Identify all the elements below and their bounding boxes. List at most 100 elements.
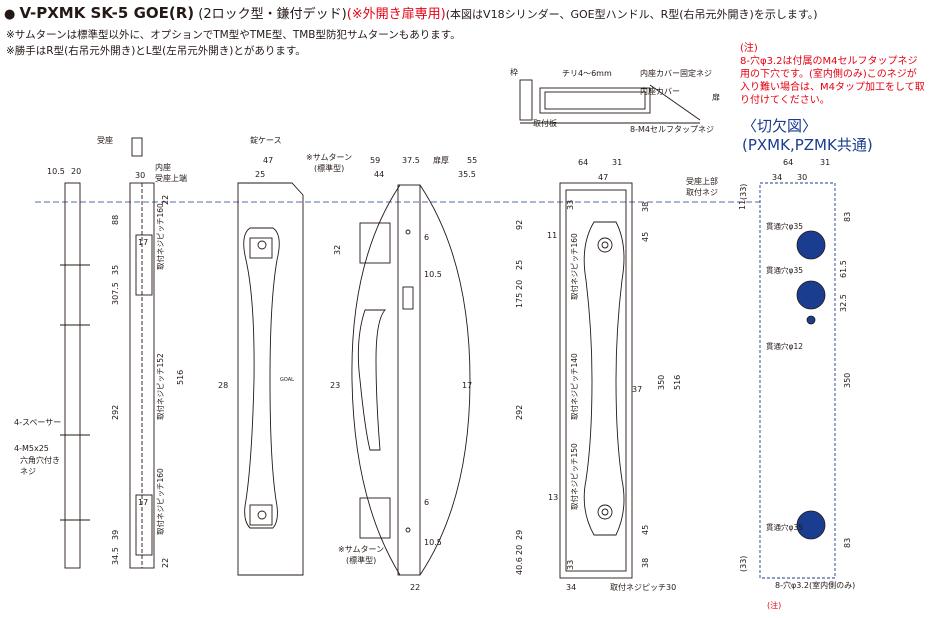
dim-23: 23 — [330, 381, 340, 390]
dim-17b: 17 — [138, 498, 148, 507]
cut-dim-64: 64 — [783, 158, 793, 167]
through-hole-35-top — [796, 230, 826, 260]
dim-33a: 33 — [566, 200, 575, 210]
dim-6b: 6 — [424, 498, 429, 507]
dim-11: 11 — [547, 231, 557, 240]
label-thumbturn-std: (標準型) — [314, 163, 344, 173]
label-thumbturn-std-bottom: (標準型) — [346, 555, 376, 565]
model-name: V-PXMK SK-5 GOE — [19, 4, 169, 22]
label-m5: 4-M5x25 — [14, 444, 49, 453]
cut-dim-350: 350 — [843, 373, 852, 388]
dim-17c: 17 — [462, 381, 472, 390]
through-hole-35-middle — [796, 280, 826, 310]
label-naiza: 内座 — [155, 162, 171, 172]
dim-31a: 31 — [612, 158, 622, 167]
dim-25b: 25 — [515, 260, 524, 270]
label-toritsuke-neji: 取付ネジ — [686, 187, 718, 197]
through-hole-12 — [806, 315, 816, 325]
label-m4-screw: 8-M4セルフタップネジ — [630, 125, 714, 134]
dim-33b: 33 — [566, 560, 575, 570]
dim-292b: 292 — [515, 405, 524, 420]
dim-25: 25 — [255, 170, 265, 179]
label-pitch30: 取付ネジピッチ30 — [610, 582, 676, 592]
dim-17a: 17 — [138, 238, 148, 247]
dim-55: 55 — [467, 156, 477, 165]
label-pitch140: 取付ネジピッチ140 — [569, 353, 579, 420]
label-pitch152: 取付ネジピッチ152 — [155, 353, 165, 420]
cutout-title-line2: (PXMK,PZMK共通) — [742, 136, 873, 154]
dim-516b: 516 — [673, 375, 682, 390]
inner-plate-view — [559, 182, 633, 579]
label-naiza-cover-screw: 内座カバー固定ネジ — [640, 68, 712, 78]
dim-92: 92 — [515, 220, 524, 230]
label-spacer: 4-スペーサー — [14, 418, 61, 427]
through-hole-35-bottom — [796, 510, 826, 540]
dim-292a: 292 — [111, 405, 120, 420]
label-chiri: チリ4〜6mm — [562, 69, 612, 78]
label-uke-joubu: 受座上部 — [686, 176, 718, 186]
dim-45a: 45 — [641, 232, 650, 242]
label-pitch160a: 取付ネジピッチ160 — [155, 203, 165, 270]
dim-20b: 20 — [515, 280, 524, 290]
dim-32: 32 — [333, 245, 342, 255]
cut-dim-11: 11 — [738, 200, 747, 210]
label-toritsuke-ita: 取付板 — [533, 118, 557, 128]
model-type: (2ロック型・鎌付デッド) — [198, 7, 347, 22]
description: (本図はV18シリンダー、GOE型ハンドル、R型(右吊元外開き)を示します。) — [445, 8, 818, 21]
label-lock-case: 錠ケース — [250, 135, 282, 145]
label-thumbturn-bottom: ※サムターン — [338, 545, 384, 554]
label-kantsu35a: 貫通穴φ35 — [766, 221, 803, 231]
dim-34: 34 — [566, 583, 576, 592]
dim-22c: 22 — [410, 583, 420, 592]
dim-22a: 22 — [161, 195, 170, 205]
label-hex1: 六角穴付き — [20, 455, 60, 465]
dim-40-6: 40.6 — [515, 557, 524, 575]
label-hex2: ネジ — [20, 467, 36, 476]
dim-35: 35 — [111, 265, 120, 275]
dim-38b: 38 — [641, 558, 650, 568]
warning-text: (※外開き扉専用) — [346, 7, 446, 22]
dim-34-5: 34.5 — [111, 547, 120, 565]
label-pitch160c: 取付ネジピッチ160 — [569, 233, 579, 300]
cut-dim-33b: (33) — [739, 556, 748, 572]
dim-37: 37 — [632, 385, 642, 394]
dim-10-5b: 10.5 — [424, 270, 442, 279]
dim-307-5: 307.5 — [111, 282, 120, 305]
frame-door-section — [519, 79, 701, 124]
dim-44: 44 — [374, 170, 384, 179]
cut-dim-32-5: 32.5 — [839, 294, 848, 312]
dim-175: 175 — [515, 293, 524, 308]
cut-dim-61-5: 61.5 — [839, 260, 848, 278]
dim-6a: 6 — [424, 233, 429, 242]
cutout-title-line1: 〈切欠図〉 — [742, 117, 818, 135]
dim-59: 59 — [370, 156, 380, 165]
cutout-view — [759, 182, 836, 579]
cut-dim-83a: 83 — [843, 212, 852, 222]
label-kantsu12: 貫通穴φ12 — [766, 341, 803, 351]
title-bar: ● V-PXMK SK-5 GOE(R) (2ロック型・鎌付デッド)(※外開き扉… — [4, 3, 818, 22]
dim-29: 29 — [515, 530, 524, 540]
label-kantsu35c: 貫通穴φ35 — [766, 522, 803, 532]
label-door: 扉 — [712, 92, 720, 102]
label-tobiraatsu: 扉厚 — [433, 155, 449, 165]
handle-side-view — [351, 184, 471, 576]
cut-dim-83b: 83 — [843, 538, 852, 548]
label-uke-jouhan: 受座上端 — [155, 173, 187, 183]
red-note-body: 8-穴φ3.2は付属のM4セルフタップネジ用の下穴です。(室内側のみ)このネジが… — [740, 56, 925, 106]
strike-side-view — [60, 137, 155, 569]
cut-dim-33a: (33) — [739, 184, 748, 200]
note-2: ※勝手はR型(右吊元外開き)とL型(左吊元外開き)とがあります。 — [6, 45, 306, 57]
cut-dim-31: 31 — [820, 158, 830, 167]
label-goal: GOAL — [280, 377, 294, 383]
dim-37-5: 37.5 — [402, 156, 420, 165]
bullet: ● — [4, 7, 16, 22]
label-ukeza: 受座 — [97, 135, 113, 145]
cutout-title: 〈切欠図〉 (PXMK,PZMK共通) — [742, 117, 873, 155]
dim-10-5c: 10.5 — [424, 538, 442, 547]
dim-39: 39 — [111, 530, 120, 540]
dim-38a: 38 — [641, 202, 650, 212]
dim-10-5: 10.5 — [47, 167, 65, 176]
dim-47b: 47 — [598, 173, 608, 182]
dim-45b: 45 — [641, 525, 650, 535]
